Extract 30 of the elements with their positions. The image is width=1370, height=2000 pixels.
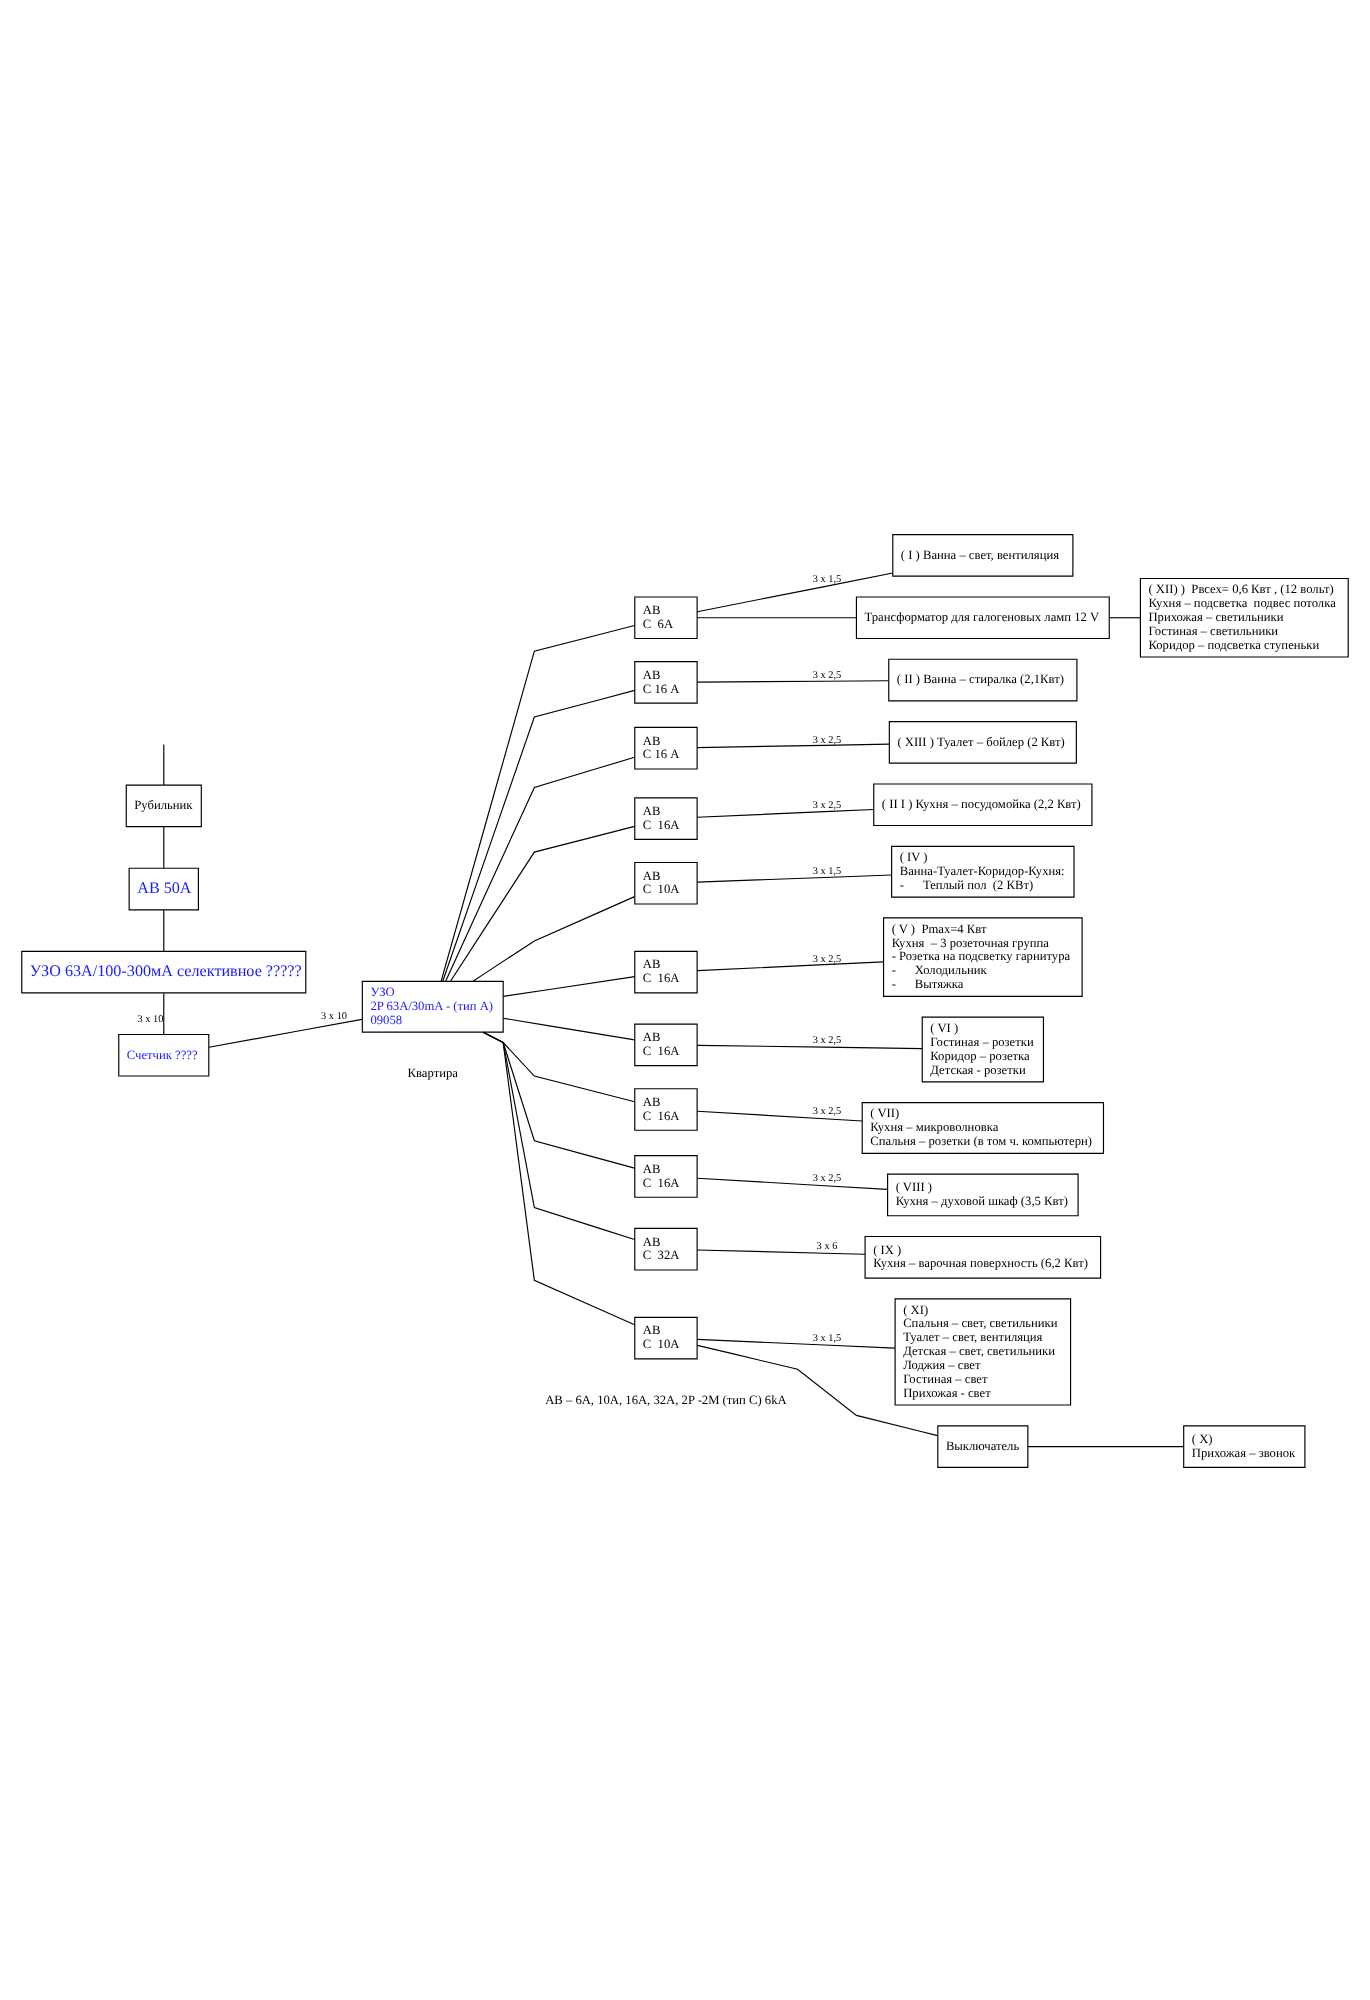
connector	[696, 616, 857, 618]
connector	[696, 873, 892, 882]
connector	[696, 1337, 896, 1348]
connector	[696, 571, 894, 612]
connector	[445, 755, 636, 981]
connector	[1027, 1445, 1184, 1447]
node-box: УЗО 63А/100-300мА селективное ?????	[21, 949, 307, 993]
connector	[482, 1030, 636, 1325]
connector	[502, 975, 636, 996]
connector	[163, 991, 165, 1034]
connector	[163, 825, 165, 868]
connector	[696, 807, 875, 817]
connector	[696, 742, 890, 748]
connector	[696, 679, 890, 682]
connector	[696, 1343, 939, 1436]
connector	[696, 960, 885, 971]
connector	[696, 1109, 863, 1121]
connector	[696, 1176, 888, 1189]
connector	[696, 1248, 866, 1254]
connector	[449, 824, 636, 981]
connector	[442, 688, 636, 981]
connector	[472, 895, 636, 981]
connector	[440, 623, 636, 981]
node-box: АВ 50А	[128, 866, 199, 910]
connector	[208, 1017, 363, 1047]
connector	[163, 908, 165, 951]
connector	[1108, 616, 1141, 618]
connector	[696, 1043, 923, 1049]
connector	[502, 1016, 636, 1040]
connector	[163, 742, 165, 785]
